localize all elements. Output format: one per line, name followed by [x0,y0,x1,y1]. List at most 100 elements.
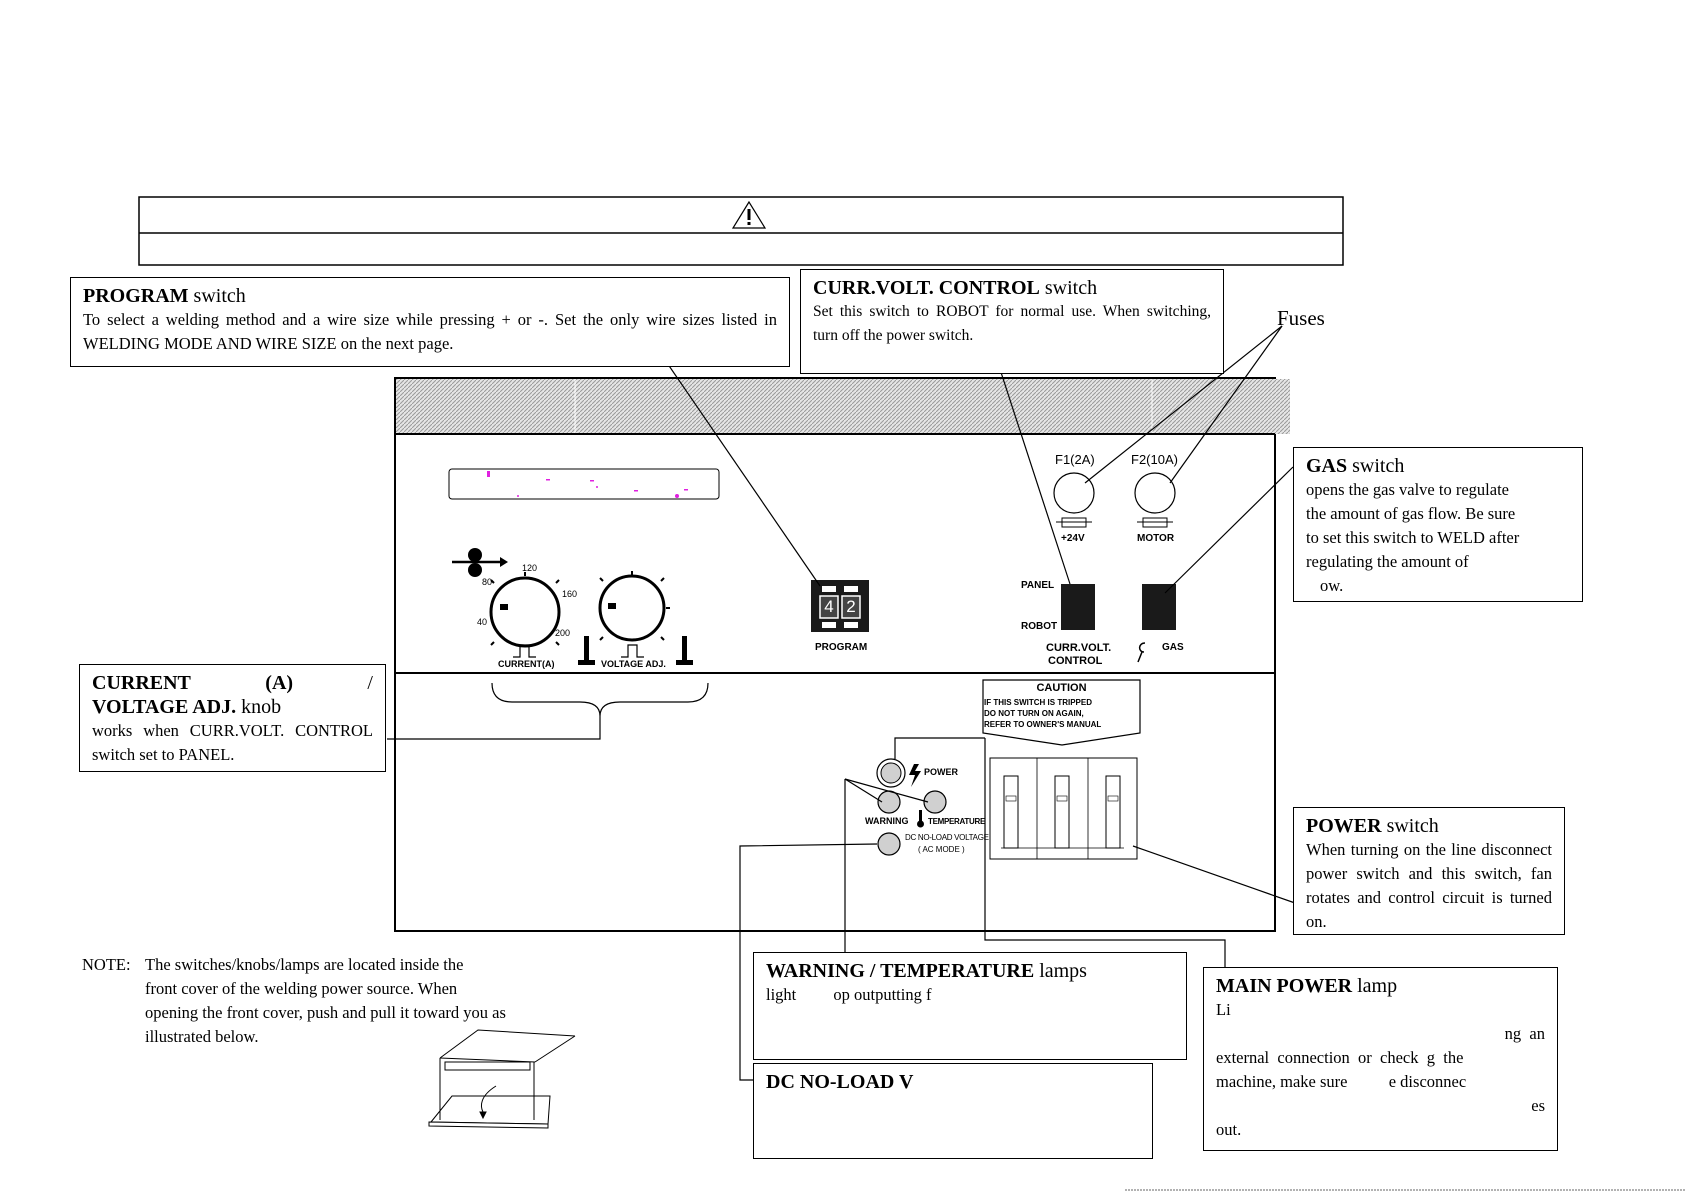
callout-line: to set this switch to WELD after [1306,528,1520,547]
callout-body: Set this switch to ROBOT for normal use.… [813,303,1211,344]
gas-icon [1137,642,1146,663]
callout-title: CURRENT [92,672,191,694]
callout-line: external connection or check g the [1216,1048,1464,1067]
current-tick-label: 120 [522,563,538,573]
callout-line: es [1531,1096,1545,1115]
gas-label: GAS [1162,642,1184,653]
program-switch [811,580,869,632]
program-digit-tens: 4 [824,597,834,616]
panel-position-label: PANEL [1021,580,1055,591]
power-switch-callout: POWER switch When turning on the line di… [1293,807,1565,935]
current-tick-label: 160 [562,589,578,599]
fuse-f2-label: F2(10A) [1131,452,1178,467]
current-knob [489,572,561,648]
thermometer-icon [917,810,924,828]
control-label: CONTROL [1048,655,1103,667]
caution-line: IF THIS SWITCH IS TRIPPED [984,698,1093,707]
dc-no-load-callout: DC NO-LOAD V [753,1063,1153,1159]
callout-line: opens the gas valve to regulate [1306,480,1509,499]
callout-line: ow. [1320,576,1344,595]
callout-line: ng an [1504,1024,1545,1043]
note-line: illustrated below. [145,1027,259,1046]
callout-line: regulating the amount of [1306,552,1469,571]
power-lamp-label: POWER [924,767,959,777]
fuse-f2 [1134,472,1176,528]
callout-suffix: switch [1039,277,1098,299]
note-line: opening the front cover, push and pull i… [145,1003,506,1022]
fuse-f1-sub-label: +24V [1061,533,1085,544]
callout-body: light op outputting f [766,985,932,1004]
voltage-adj-label: VOLTAGE ADJ. [601,659,666,669]
fuse-f1-label: F1(2A) [1055,452,1095,467]
caution-line: REFER TO OWNER'S MANUAL [984,720,1102,729]
program-switch-callout: PROGRAM switch To select a welding metho… [70,277,790,367]
callout-line: out. [1216,1120,1242,1139]
note-line: The switches/knobs/lamps are located ins… [145,955,464,974]
caution-label [982,679,1141,746]
warning-banner [138,196,1344,266]
current-tick-label: 80 [482,577,493,587]
power-lamp [876,758,906,788]
curr-volt-control-callout: CURR.VOLT. CONTROL switch Set this switc… [800,269,1224,374]
callout-suffix: lamps [1034,960,1087,982]
robot-position-label: ROBOT [1021,621,1058,632]
ac-mode-label: ( AC MODE ) [918,845,965,854]
warning-lamp-label: WARNING [865,816,909,826]
note-prefix: NOTE: [82,955,131,974]
callout-title: MAIN POWER [1216,975,1353,997]
torch-icon [578,636,595,665]
fuse-f1 [1053,472,1095,528]
fuses-label: Fuses [1277,306,1325,330]
warning-temperature-callout: WARNING / TEMPERATURE lamps light op out… [753,952,1187,1060]
temperature-lamp [923,790,947,814]
torch-icon [676,636,693,665]
callout-title: WARNING / TEMPERATURE [766,960,1035,982]
current-label: CURRENT(A) [498,659,555,669]
callout-title: CURR.VOLT. CONTROL [813,277,1040,299]
temperature-lamp-label: TEMPERATURE [928,817,985,826]
callout-title: / [367,672,373,694]
program-label: PROGRAM [815,642,868,653]
dc-no-load-label: DC NO-LOAD VOLTAGE [905,833,989,842]
callout-body: To select a welding method and a wire si… [83,310,777,353]
warning-triangle-icon [731,200,767,229]
caution-title: CAUTION [1036,682,1087,694]
callout-title: DC NO-LOAD V [766,1071,914,1093]
gas-switch-callout: GAS switch opens the gas valve to regula… [1293,447,1583,602]
curr-volt-control-switch [1061,584,1095,630]
note-line: front cover of the welding power source.… [145,979,458,998]
program-digit-ones: 2 [846,597,856,616]
circuit-breaker [989,757,1138,860]
callout-suffix: lamp [1352,975,1398,997]
current-tick-label: 200 [555,628,571,638]
callout-title: POWER [1306,815,1382,837]
current-voltage-knob-callout: CURRENT (A) / VOLTAGE ADJ. knob works when… [79,664,386,772]
voltage-knob [598,571,670,642]
front-cover-illustration [428,1029,576,1129]
callout-suffix: switch [1347,455,1405,477]
gas-switch [1142,584,1176,630]
callout-line: Li [1216,1000,1231,1019]
panel-top-strip [396,379,1290,434]
callout-body: works when CURR.VOLT. CONTROL switch set… [92,721,373,764]
callout-title: GAS [1306,455,1348,477]
callout-suffix: knob [236,696,282,718]
callout-suffix: switch [188,285,246,307]
callout-body: opens the gas valve to regulate the amou… [1306,478,1570,598]
callout-title: VOLTAGE ADJ. [92,696,237,718]
current-tick-label: 40 [477,617,488,627]
wire-feed-icon [452,548,508,577]
leader-lines [387,325,1296,1081]
callout-body: When turning on the line disconnect powe… [1306,840,1552,931]
callout-line: machine, make sure e disconnec [1216,1072,1467,1091]
fuse-f2-sub-label: MOTOR [1137,533,1175,544]
curr-volt-label: CURR.VOLT. [1046,642,1112,654]
main-power-lamp-callout: MAIN POWER lamp Li ng an external connec… [1203,967,1558,1151]
dc-no-load-lamp [877,832,901,856]
callout-title: PROGRAM [83,285,189,307]
note-text: The switches/knobs/lamps are located ins… [145,953,580,1049]
caution-line: DO NOT TURN ON AGAIN, [984,709,1084,718]
callout-title: (A) [265,672,294,694]
callout-line: the amount of gas flow. Be sure [1306,504,1516,523]
